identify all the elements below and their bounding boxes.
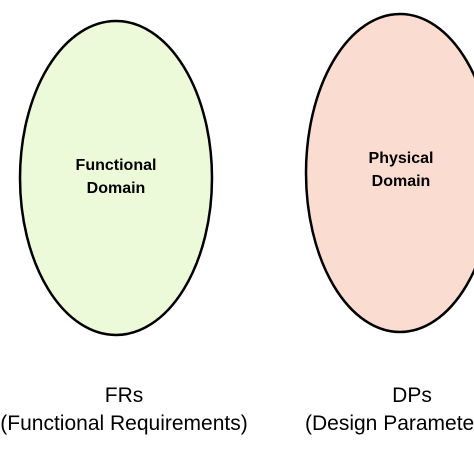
left-caption-full: (Functional Requirements)	[0, 412, 247, 435]
functional-domain-label-line1: Functional	[76, 157, 157, 174]
functional-domain-ellipse	[18, 19, 214, 337]
right-caption-abbr: DPs	[392, 384, 432, 407]
physical-domain-ellipse	[304, 12, 474, 334]
functional-domain-label-line2: Domain	[87, 180, 146, 197]
physical-domain-label-line2: Domain	[372, 173, 431, 190]
physical-domain-label-line1: Physical	[369, 150, 434, 167]
right-caption-full: (Design Parameters)	[305, 412, 474, 435]
left-caption-abbr: FRs	[105, 384, 144, 407]
